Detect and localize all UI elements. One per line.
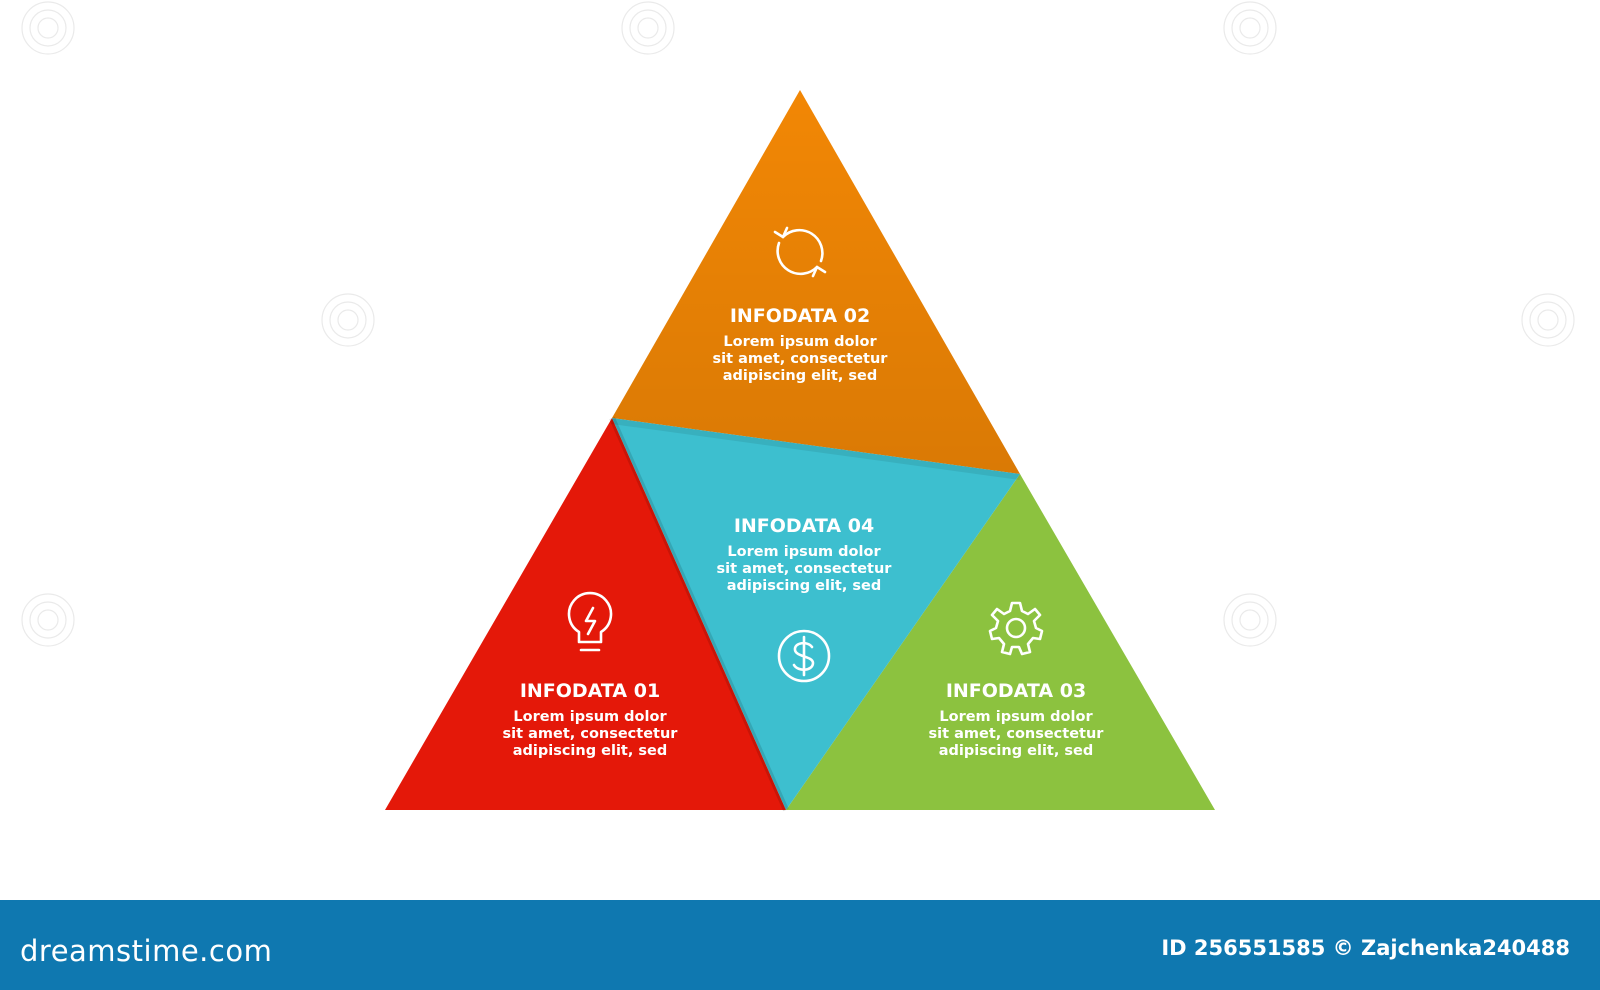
segment-04-text: INFODATA 04 Lorem ipsum dolor sit amet, … [717,515,893,594]
segment-04-line-2: sit amet, consectetur [717,561,893,577]
segment-02-text: INFODATA 02 Lorem ipsum dolor sit amet, … [713,305,889,384]
segment-04-line-1: Lorem ipsum dolor [727,544,881,560]
segment-01-line-1: Lorem ipsum dolor [513,709,667,725]
segment-03-line-1: Lorem ipsum dolor [939,709,1093,725]
segment-01-red [385,418,786,810]
segment-04-line-3: adipiscing elit, sed [727,578,882,594]
segment-01-line-2: sit amet, consectetur [503,726,679,742]
segment-04-edge-shadow [609,416,789,812]
refresh-cycle-icon [773,226,827,278]
segment-02-line-2: sit amet, consectetur [713,351,889,367]
segment-03-line-2: sit amet, consectetur [929,726,1105,742]
dreamstime-swirl-icon [621,1,675,55]
footer-logo[interactable]: dreamstime.com [20,934,273,968]
pyramid-diagram: INFODATA 02 Lorem ipsum dolor sit amet, … [21,1,1575,812]
dollar-coin-icon [777,629,831,683]
dreamstime-swirl-icon [1223,1,1277,55]
lightbulb-icon [567,591,613,652]
dreamstime-swirl-icon [21,1,75,55]
segment-03-title: INFODATA 03 [946,680,1086,702]
segment-01-text: INFODATA 01 Lorem ipsum dolor sit amet, … [503,680,679,759]
segment-01-line-3: adipiscing elit, sed [513,743,668,759]
segment-02-line-3: adipiscing elit, sed [723,368,878,384]
segment-01-title: INFODATA 01 [520,680,660,702]
segment-04-title: INFODATA 04 [734,515,874,537]
segment-03-green [786,474,1215,810]
watermark-layer [21,1,1575,647]
footer-credit: ID 256551585 © Zajchenka240488 [1161,936,1570,960]
segment-02-shade [612,90,1020,474]
dreamstime-swirl-icon [21,593,75,647]
dreamstime-swirl-icon [1223,593,1277,647]
segment-04-top-shadow [611,418,1021,480]
segment-04-teal [612,418,1020,810]
segment-02-line-1: Lorem ipsum dolor [723,334,877,350]
segment-03-text: INFODATA 03 Lorem ipsum dolor sit amet, … [929,680,1105,759]
dreamstime-swirl-icon [321,293,375,347]
footer-bar: dreamstime.com ID 256551585 © Zajchenka2… [0,900,1600,990]
segment-03-line-3: adipiscing elit, sed [939,743,1094,759]
dreamstime-swirl-icon [1521,293,1575,347]
segment-02-title: INFODATA 02 [730,305,870,327]
gear-icon [988,601,1044,656]
